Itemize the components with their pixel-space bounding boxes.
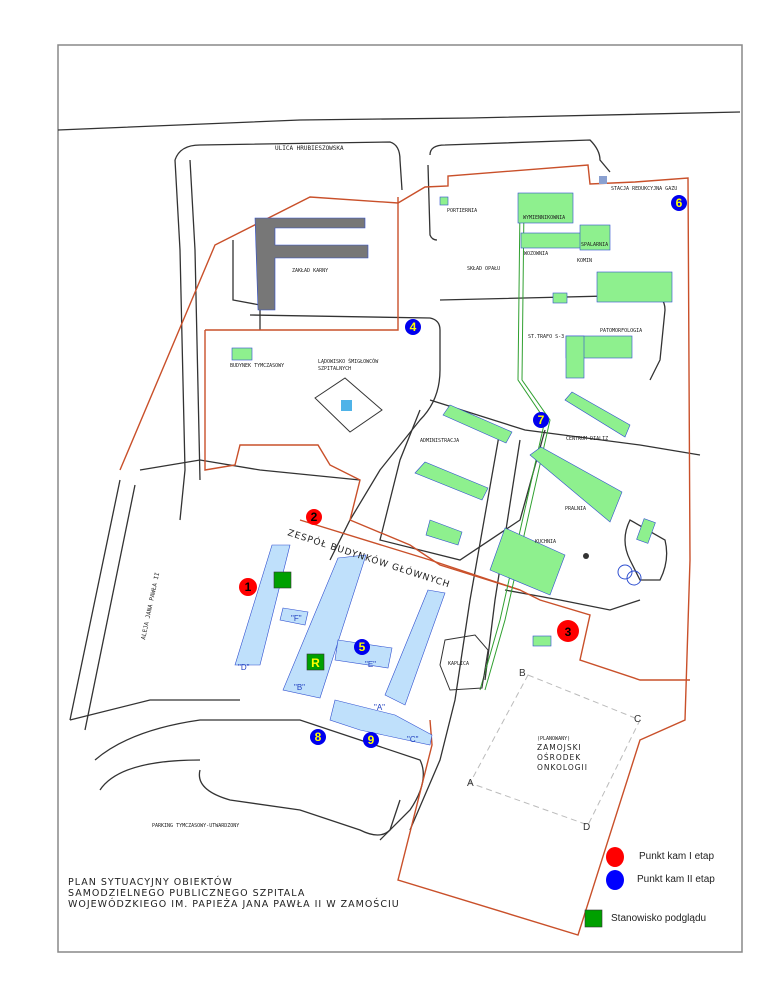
svg-text:SZPITALNYCH: SZPITALNYCH	[318, 366, 351, 372]
svg-text:KOMIN: KOMIN	[577, 258, 592, 264]
svg-text:SKŁAD OPAŁU: SKŁAD OPAŁU	[467, 266, 500, 272]
svg-text:PRALNIA: PRALNIA	[565, 506, 586, 512]
street-label-top: ULICA HRUBIESZOWSKA	[275, 145, 344, 152]
svg-text:SPALARNIA: SPALARNIA	[581, 242, 608, 248]
wing-f	[279, 607, 309, 626]
reception-marker[interactable]	[306, 653, 325, 671]
svg-text:WYMIENNIKOWNIA: WYMIENNIKOWNIA	[523, 215, 565, 221]
legend-blue-dot-icon	[606, 870, 624, 890]
helipad-icon	[341, 400, 352, 411]
corner-point-d: D	[583, 822, 590, 833]
wing-c	[329, 699, 433, 746]
building-kuchnia	[489, 527, 566, 596]
roads	[57, 111, 741, 841]
camera-point-6[interactable]: 6	[671, 195, 687, 211]
legend-green-square-icon	[584, 909, 603, 928]
wing-label-b: "B"	[294, 683, 305, 692]
svg-text:OŚRODEK: OŚRODEK	[537, 753, 581, 762]
legend-stage2: Punkt kam II etap	[637, 874, 715, 885]
svg-text:8: 8	[315, 730, 322, 744]
plan-title: PLAN SYTUACYJNY OBIEKTÓW SAMODZIELNEGO P…	[68, 877, 400, 910]
viewing-station-marker[interactable]	[273, 571, 292, 589]
svg-text:1: 1	[245, 580, 252, 594]
svg-text:3: 3	[565, 625, 572, 639]
svg-text:PORTIERNIA: PORTIERNIA	[447, 208, 477, 214]
building-wozownia	[520, 232, 582, 249]
wing-a	[384, 589, 446, 706]
corner-point-b: B	[519, 668, 526, 679]
svg-text:(PLANOWANY): (PLANOWANY)	[537, 736, 570, 742]
svg-text:PARKING TYMCZASOWY-UTWARDZONY: PARKING TYMCZASOWY-UTWARDZONY	[152, 823, 239, 829]
camera-point-3[interactable]: 3	[557, 620, 579, 642]
svg-text:5: 5	[359, 640, 366, 654]
camera-point-2[interactable]: 2	[306, 509, 322, 525]
wing-label-c: "C"	[407, 735, 419, 744]
corner-point-a: A	[467, 778, 474, 789]
building-warsztaty	[596, 271, 673, 303]
building-pralnia	[529, 446, 623, 523]
building-zaklad-karny	[254, 217, 369, 311]
building-portiernia	[439, 196, 449, 206]
svg-text:BUDYNEK TYMCZASOWY: BUDYNEK TYMCZASOWY	[230, 363, 284, 369]
wing-d	[234, 544, 291, 666]
building-spalarnia	[579, 224, 611, 251]
property-boundary	[119, 164, 691, 936]
wing-label-a: "A"	[374, 703, 385, 712]
wing-b	[282, 554, 367, 699]
camera-point-8[interactable]: 8	[310, 729, 326, 745]
svg-text:ADMINISTRACJA: ADMINISTRACJA	[420, 438, 459, 444]
svg-text:4: 4	[410, 320, 417, 334]
camera-point-4[interactable]: 4	[405, 319, 421, 335]
svg-text:ZAKŁAD KARNY: ZAKŁAD KARNY	[292, 268, 328, 274]
svg-text:LĄDOWISKO ŚMIGŁOWCÓW: LĄDOWISKO ŚMIGŁOWCÓW	[318, 358, 379, 365]
corner-point-c: C	[634, 714, 641, 725]
camera-point-5[interactable]: 5	[354, 639, 370, 655]
camera-point-1[interactable]: 1	[239, 578, 257, 596]
buildings	[231, 176, 673, 746]
wing-label-f: "F"	[291, 614, 302, 623]
street-label-left: ALEJA JANA PAWŁA II	[140, 571, 161, 640]
svg-text:CENTRUM DIALIZ: CENTRUM DIALIZ	[566, 436, 608, 442]
svg-text:7: 7	[538, 413, 545, 427]
svg-text:6: 6	[676, 196, 683, 210]
svg-text:STACJA REDUKCYJNA GAZU: STACJA REDUKCYJNA GAZU	[611, 186, 677, 192]
svg-text:R: R	[311, 656, 320, 670]
legend-red-dot-icon	[606, 847, 624, 867]
building-wymiennikownia	[517, 192, 574, 224]
camera-point-7[interactable]: 7	[533, 412, 549, 428]
building-tymczasowy	[231, 347, 253, 361]
svg-text:KAPLICA: KAPLICA	[448, 661, 469, 667]
planned-oncology-area	[469, 674, 641, 826]
svg-text:WOZOWNIA: WOZOWNIA	[524, 251, 548, 257]
helipad	[314, 377, 383, 433]
svg-text:9: 9	[368, 733, 375, 747]
building-kaplica	[439, 634, 489, 691]
utility-line	[479, 204, 546, 691]
svg-text:PATOMORFOLOGIA: PATOMORFOLOGIA	[600, 328, 642, 334]
camera-point-9[interactable]: 9	[363, 732, 379, 748]
wing-label-d: "D"	[238, 663, 250, 672]
wing-label-e: "E"	[365, 660, 376, 669]
map-frame	[57, 44, 743, 953]
legend-stage1: Punkt kam I etap	[639, 851, 715, 862]
svg-text:ST.TRAFO S-3: ST.TRAFO S-3	[528, 334, 564, 340]
svg-text:2: 2	[311, 510, 318, 524]
legend-viewing-station: Stanowisko podglądu	[611, 913, 707, 924]
svg-text:ZAMOJSKI: ZAMOJSKI	[537, 743, 582, 752]
svg-text:ONKOLOGII: ONKOLOGII	[537, 763, 588, 772]
svg-text:KUCHNIA: KUCHNIA	[535, 539, 556, 545]
